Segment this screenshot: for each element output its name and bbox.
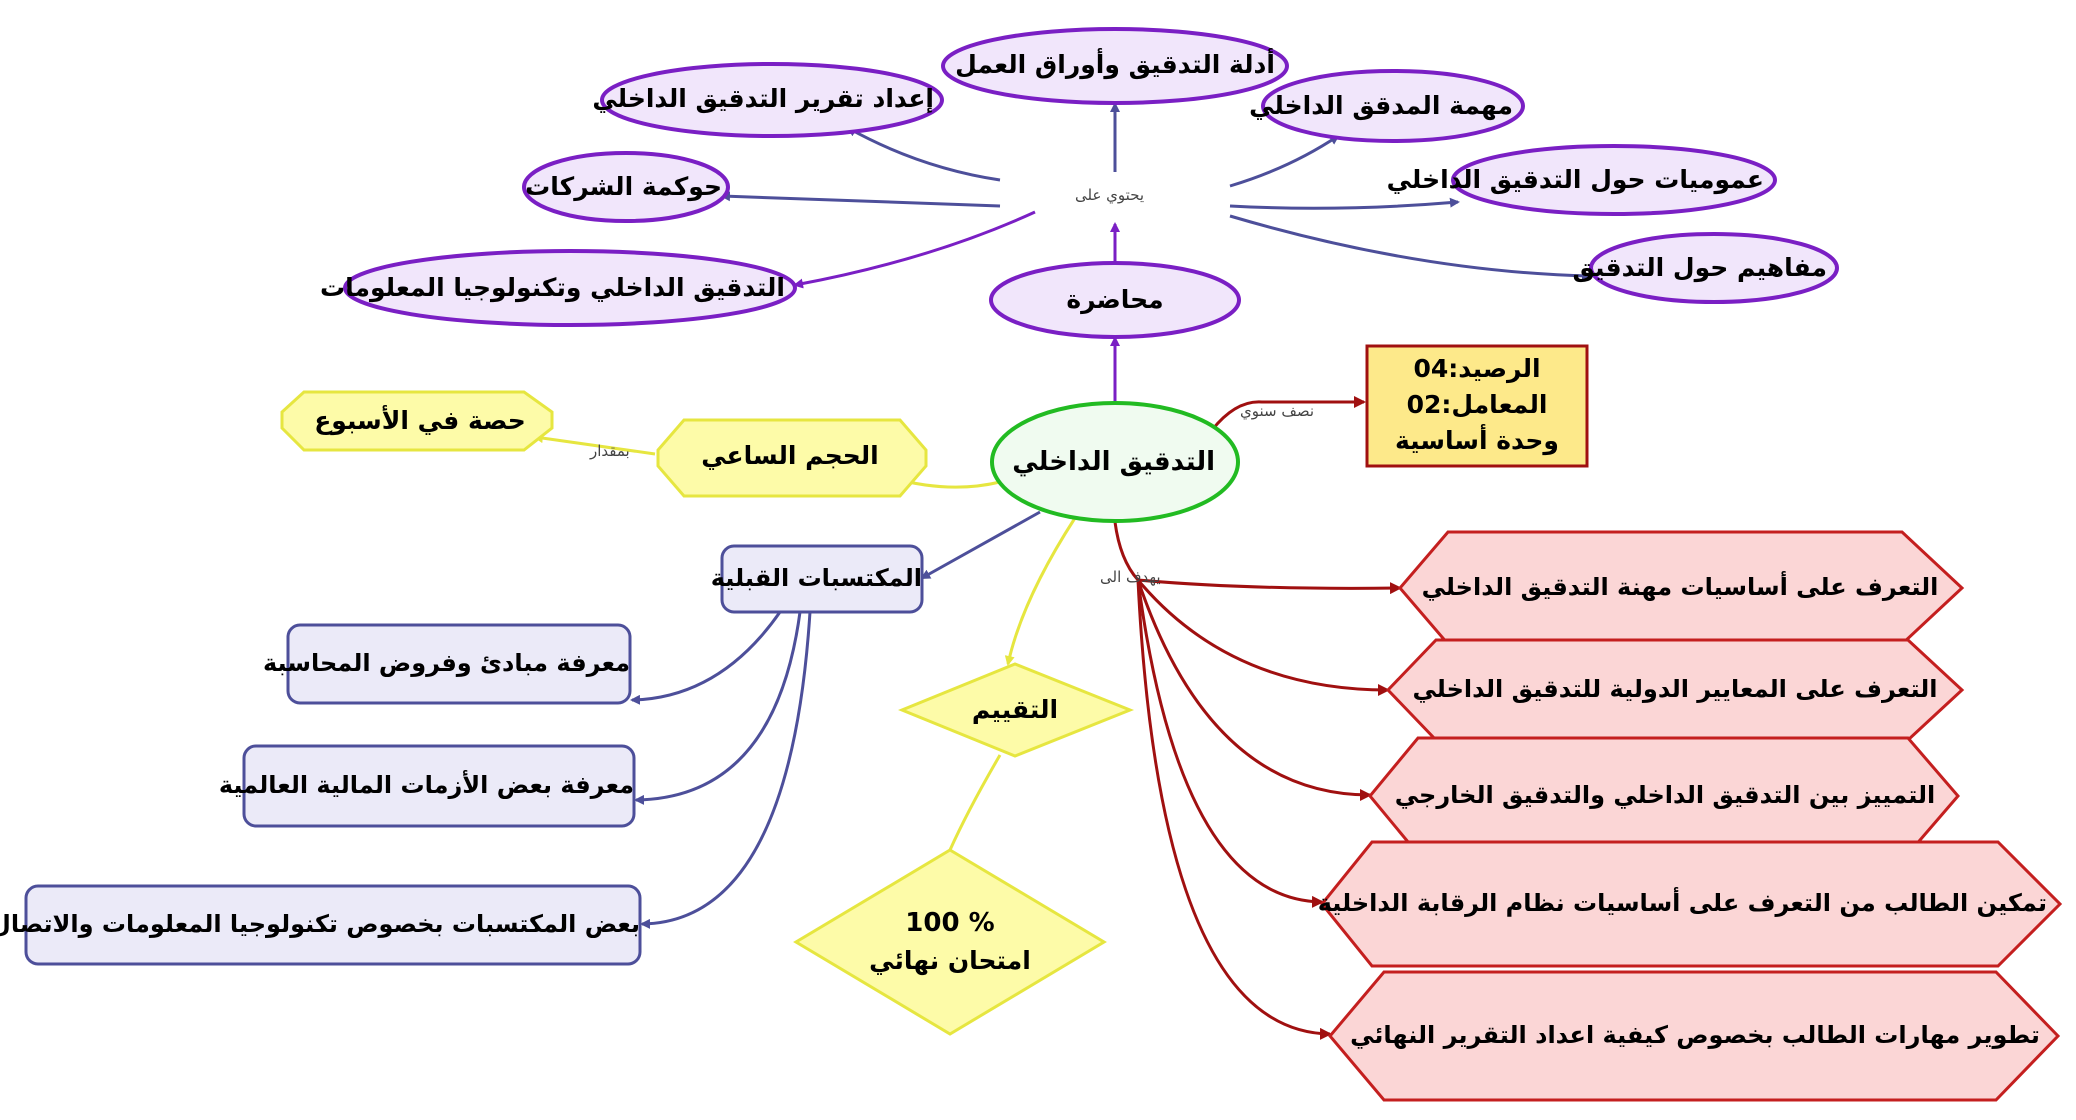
hours-label[interactable]: الحجم الساعي (701, 441, 879, 470)
prereq-item2-node (242, 744, 636, 828)
evidence-node (941, 27, 1289, 105)
edge-label-aims: يهدف الى (1100, 568, 1161, 586)
credits-line3: وحدة أساسية (1395, 426, 1559, 455)
edge-aims-obj3 (1136, 579, 1372, 801)
objective4-node (1320, 840, 2063, 968)
edge-aims-obj5 (1136, 579, 1332, 1040)
edge-aims-obj4 (1136, 579, 1324, 908)
prereq-title-node (720, 544, 924, 614)
credits-box (1365, 344, 1589, 468)
edge-center-evaluation (1004, 517, 1077, 666)
objective1-label[interactable]: التعرف على أساسيات مهنة التدقيق الداخلي (1421, 573, 1939, 601)
edge-to-auditor-task (1229, 134, 1340, 188)
edge-prereq-item2 (634, 611, 802, 805)
edge-to-generalities (1229, 197, 1460, 210)
auditor-task-label[interactable]: مهمة المدقق الداخلي (1249, 91, 1513, 120)
edge-label-semester: نصف سنوي (1240, 402, 1315, 420)
edge-label-amount: بمقدار (590, 442, 630, 460)
lecture-label[interactable]: محاضرة (1066, 285, 1164, 314)
edge-hours-session (533, 433, 656, 456)
exam-line1: % 100 (905, 908, 995, 938)
concepts-node (1589, 232, 1839, 304)
auditor-task-node (1261, 69, 1525, 143)
it-label[interactable]: التدقيق الداخلي وتكنولوجيا المعلومات (319, 273, 785, 302)
edge-to-governance (720, 191, 1001, 208)
concepts-label[interactable]: مفاهيم حول التدقيق (1572, 253, 1827, 282)
objective2-label[interactable]: التعرف على المعايير الدولية للتدقيق الدا… (1412, 675, 1938, 703)
evaluation-node (898, 662, 1135, 758)
credits-line2: المعامل:02 (1406, 390, 1548, 419)
prereq-title-label[interactable]: المكتسبات القبلية (710, 564, 922, 592)
governance-label[interactable]: حوكمة الشركات (525, 172, 722, 201)
edge-to-report (846, 126, 1001, 182)
edge-center-aims (1113, 521, 1140, 582)
exam-node (793, 848, 1107, 1036)
credits-line1: الرصيد:04 (1413, 354, 1541, 383)
evidence-label[interactable]: أدلة التدقيق وأوراق العمل (955, 50, 1275, 79)
session-label[interactable]: حصة في الأسبوع (314, 406, 526, 435)
prereq-item2-label[interactable]: معرفة بعض الأزمات المالية العالمية (218, 771, 634, 799)
edge-center-prereq (920, 510, 1041, 580)
prereq-item3-label[interactable]: بعض المكتسبات بخصوص تكنولوجيا المعلومات … (0, 910, 640, 938)
edge-label-contains: يحتوي على (1075, 186, 1145, 204)
edge-prereq-item3 (640, 611, 812, 929)
edge-to-concepts (1229, 214, 1592, 281)
report-node (600, 62, 944, 138)
objective5-node (1328, 970, 2061, 1102)
objective5-label[interactable]: تطوير مهارات الطالب بخصوص كيفية اعداد ال… (1350, 1021, 2040, 1049)
session-node (280, 390, 554, 452)
exam-line2: امتحان نهائي (869, 946, 1031, 975)
edge-aims-obj1 (1137, 578, 1402, 595)
generalities-label[interactable]: عموميات حول التدقيق الداخلي (1386, 165, 1764, 194)
prereq-item3-node (24, 884, 642, 966)
prereq-item1-label[interactable]: معرفة مبادئ وفروض المحاسبة (262, 649, 630, 677)
edge-to-it (793, 210, 1036, 289)
lecture-node (989, 261, 1241, 339)
objective3-label[interactable]: التمييز بين التدقيق الداخلي والتدقيق الخ… (1394, 781, 1936, 809)
generalities-node (1451, 144, 1777, 216)
edge-evaluation-exam (948, 754, 1002, 851)
edge-center-credits (1210, 396, 1366, 431)
edge-aims-obj2 (1136, 579, 1390, 696)
governance-node (522, 151, 730, 223)
report-label[interactable]: إعداد تقرير التدقيق الداخلي (592, 84, 934, 113)
objective4-label[interactable]: تمكين الطالب من التعرف على أساسيات نظام … (1317, 889, 2047, 917)
edge-prereq-item1 (630, 611, 782, 705)
evaluation-label[interactable]: التقييم (971, 695, 1059, 724)
it-node (343, 249, 797, 327)
connectors (533, 102, 1592, 1040)
prereq-item1-node (286, 623, 632, 705)
center-node (990, 401, 1240, 523)
center-label[interactable]: التدقيق الداخلي (1012, 447, 1215, 477)
nodes (24, 27, 2063, 1102)
hours-node (656, 418, 928, 498)
